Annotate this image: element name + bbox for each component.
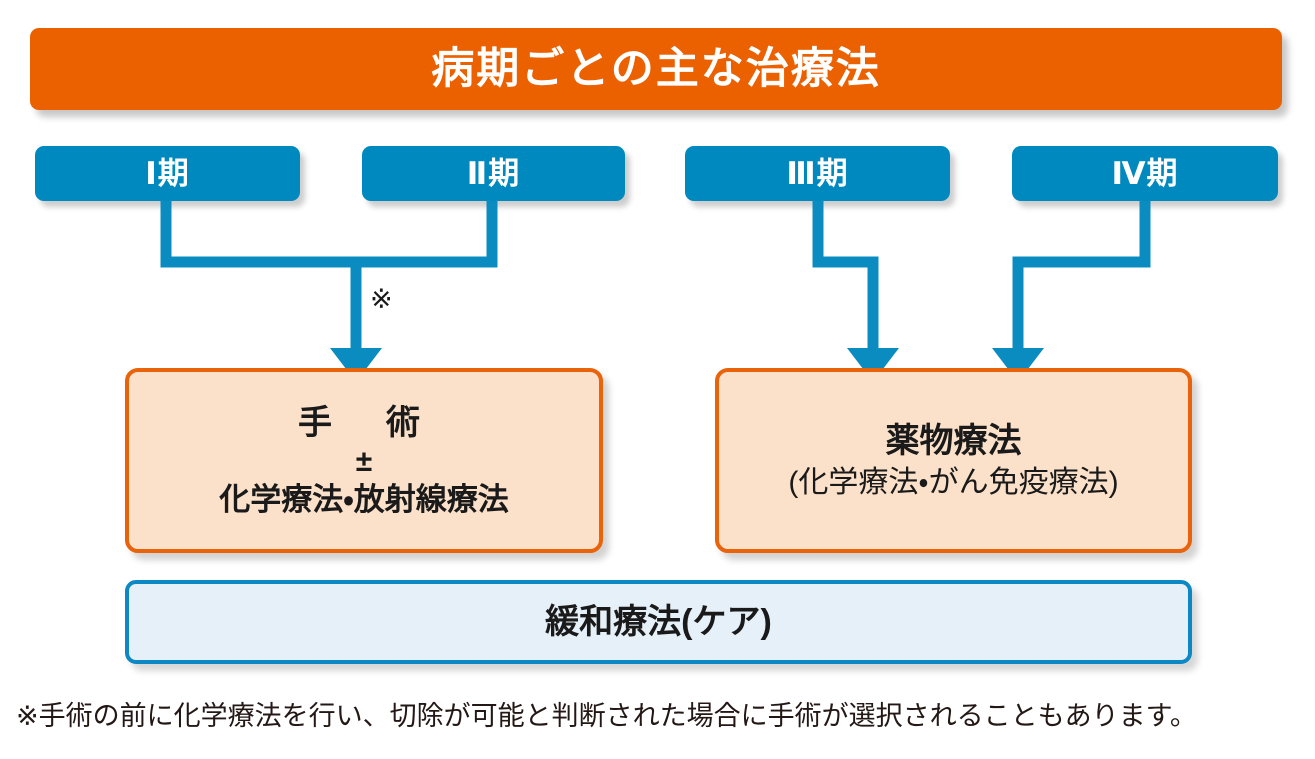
page-title: 病期ごとの主な治療法	[30, 28, 1282, 110]
stage-label-4: Ⅳ期	[1111, 156, 1179, 191]
treatment-surgery-plusminus: ±	[355, 445, 373, 479]
treatment-drug-sub: (化学療法・がん免疫療法)	[788, 466, 1119, 500]
connector-stage3	[812, 201, 879, 352]
stage-box-3[interactable]: Ⅲ期	[685, 146, 950, 201]
stage-box-1[interactable]: Ⅰ期	[35, 146, 300, 201]
stage-label-3: Ⅲ期	[786, 156, 849, 191]
treatment-drug-main: 薬物療法	[885, 421, 1022, 460]
treatment-box-surgery[interactable]: 手 術 ± 化学療法・放射線療法	[125, 368, 603, 553]
connector-stage4	[1012, 201, 1151, 352]
connector-stage2	[356, 201, 498, 268]
connector-stage1	[160, 201, 356, 268]
palliative-care-label: 緩和療法(ケア)	[545, 603, 772, 641]
treatment-surgery-sub: 化学療法・放射線療法	[219, 481, 509, 517]
stage-label-1: Ⅰ期	[145, 156, 190, 191]
page-title-text: 病期ごとの主な治療法	[431, 44, 881, 93]
stage-box-4[interactable]: Ⅳ期	[1012, 146, 1278, 201]
treatment-surgery-main: 手 術	[298, 404, 430, 443]
treatment-box-drug[interactable]: 薬物療法 (化学療法・がん免疫療法)	[715, 368, 1192, 553]
note-marker-asterisk: ※	[370, 284, 393, 314]
stage-label-2: Ⅱ期	[466, 156, 521, 191]
palliative-care-box[interactable]: 緩和療法(ケア)	[125, 580, 1192, 664]
footnote-text: ※手術の前に化学療法を行い、切除が可能と判断された場合に手術が選択されることもあ…	[16, 701, 1197, 731]
stage-box-2[interactable]: Ⅱ期	[362, 146, 625, 201]
